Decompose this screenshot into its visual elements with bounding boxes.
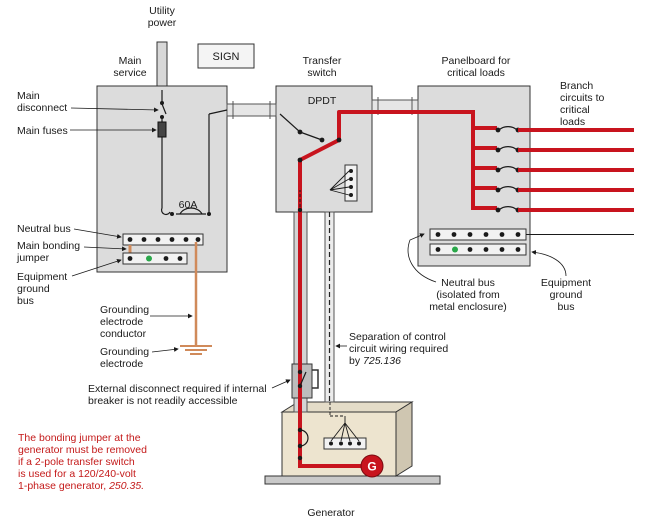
svg-text:breaker is not readily accessi: breaker is not readily accessible	[88, 395, 238, 407]
svg-text:bus: bus	[17, 295, 34, 307]
svg-text:jumper: jumper	[16, 252, 50, 264]
svg-text:(isolated from: (isolated from	[436, 289, 500, 301]
neutral-bus	[122, 233, 204, 246]
generator-icon	[360, 454, 384, 478]
generator-control-terminal-block	[323, 437, 367, 450]
svg-text:service: service	[113, 67, 146, 79]
svg-text:Panelboard for: Panelboard for	[442, 55, 511, 67]
panelboard-label: Panelboard for critical loads	[442, 55, 511, 79]
generator-label: Generator	[307, 507, 355, 519]
svg-text:electrode: electrode	[100, 358, 143, 370]
rating-60a-label: 60A	[179, 199, 198, 211]
panel-equipment-ground-bus	[429, 243, 527, 256]
external-disconnect-note: External disconnect required if internal…	[88, 379, 291, 407]
svg-text:ground: ground	[550, 289, 583, 301]
svg-text:Main: Main	[17, 90, 40, 102]
svg-text:External disconnect required i: External disconnect required if internal	[88, 383, 267, 395]
svg-text:Separation of control: Separation of control	[349, 331, 446, 343]
svg-text:critical loads: critical loads	[447, 67, 505, 79]
bonding-jumper-note: The bonding jumper at the generator must…	[18, 432, 147, 492]
transfer-switch-contacts	[279, 113, 323, 141]
svg-text:electrode: electrode	[100, 316, 143, 328]
main-service-label: Main service	[113, 55, 146, 79]
svg-text:loads: loads	[560, 116, 585, 128]
svg-text:circuit wiring required: circuit wiring required	[349, 343, 448, 355]
transfer-switch-label: Transfer switch	[303, 55, 342, 79]
svg-text:Grounding: Grounding	[100, 304, 149, 316]
utility-power-label: Utility power	[148, 5, 177, 29]
equipment-ground-bus-label: Equipment ground bus	[17, 258, 122, 307]
grounding-electrode-conductor-label: Grounding electrode conductor	[100, 304, 193, 340]
generator-wiring	[299, 371, 309, 447]
svg-text:Neutral bus: Neutral bus	[441, 277, 495, 289]
svg-text:power: power	[148, 17, 177, 29]
svg-text:metal enclosure): metal enclosure)	[429, 301, 507, 313]
svg-text:Utility: Utility	[149, 5, 175, 17]
svg-text:Main fuses: Main fuses	[17, 125, 68, 137]
grounding-electrode-label: Grounding electrode	[100, 346, 179, 370]
svg-text:Branch: Branch	[560, 80, 593, 92]
generator-base	[264, 475, 441, 485]
dpdt-label: DPDT	[308, 95, 337, 107]
generator-side	[395, 401, 413, 477]
main-fuse	[157, 121, 167, 138]
main-disconnect-label: Main disconnect	[17, 90, 159, 114]
svg-text:The bonding jumper at the: The bonding jumper at the	[18, 432, 141, 444]
svg-text:generator must be removed: generator must be removed	[18, 444, 147, 456]
ground-symbol-icon	[180, 345, 212, 355]
neutral-bus-label: Neutral bus	[17, 223, 122, 239]
svg-text:by 725.136: by 725.136	[349, 355, 401, 367]
equipment-ground-bus	[122, 252, 188, 265]
sign-label: SIGN	[213, 51, 240, 63]
svg-text:Main: Main	[119, 55, 142, 67]
separation-note: Separation of control circuit wiring req…	[335, 331, 448, 367]
neutral-bus-isolated-label: Neutral bus (isolated from metal enclosu…	[407, 233, 507, 313]
svg-text:Transfer: Transfer	[303, 55, 342, 67]
utility-mast	[152, 41, 172, 91]
branch-breakers	[495, 126, 634, 213]
svg-text:disconnect: disconnect	[17, 102, 67, 114]
svg-text:conductor: conductor	[100, 328, 147, 340]
svg-text:circuits to: circuits to	[560, 92, 605, 104]
svg-text:1-phase generator, 250.35.: 1-phase generator, 250.35.	[18, 480, 144, 492]
panel-neutral-bus	[429, 228, 527, 241]
generator-symbol-label: G	[367, 460, 376, 474]
svg-text:if a 2-pole transfer switch: if a 2-pole transfer switch	[18, 456, 135, 468]
neutral-bus-terminals	[127, 237, 201, 242]
sign-box	[197, 43, 255, 69]
svg-text:Neutral bus: Neutral bus	[17, 223, 71, 235]
svg-text:bus: bus	[558, 301, 575, 313]
svg-text:Main bonding: Main bonding	[17, 240, 80, 252]
transfer-control-terminal-block	[344, 164, 358, 202]
main-fuses-label: Main fuses	[17, 125, 157, 137]
svg-text:ground: ground	[17, 283, 50, 295]
svg-text:Equipment: Equipment	[541, 277, 591, 289]
svg-text:switch: switch	[307, 67, 336, 79]
svg-text:critical: critical	[560, 104, 590, 116]
branch-circuits-label: Branch circuits to critical loads	[560, 80, 605, 128]
svg-text:Grounding: Grounding	[100, 346, 149, 358]
main-bonding-jumper-label: Main bonding jumper	[16, 240, 127, 264]
svg-text:is used for a 120/240-volt: is used for a 120/240-volt	[18, 468, 136, 480]
conduit-main-to-transfer	[226, 101, 277, 119]
equipment-ground-bus-right-label: Equipment ground bus	[531, 250, 591, 313]
svg-text:Equipment: Equipment	[17, 271, 67, 283]
